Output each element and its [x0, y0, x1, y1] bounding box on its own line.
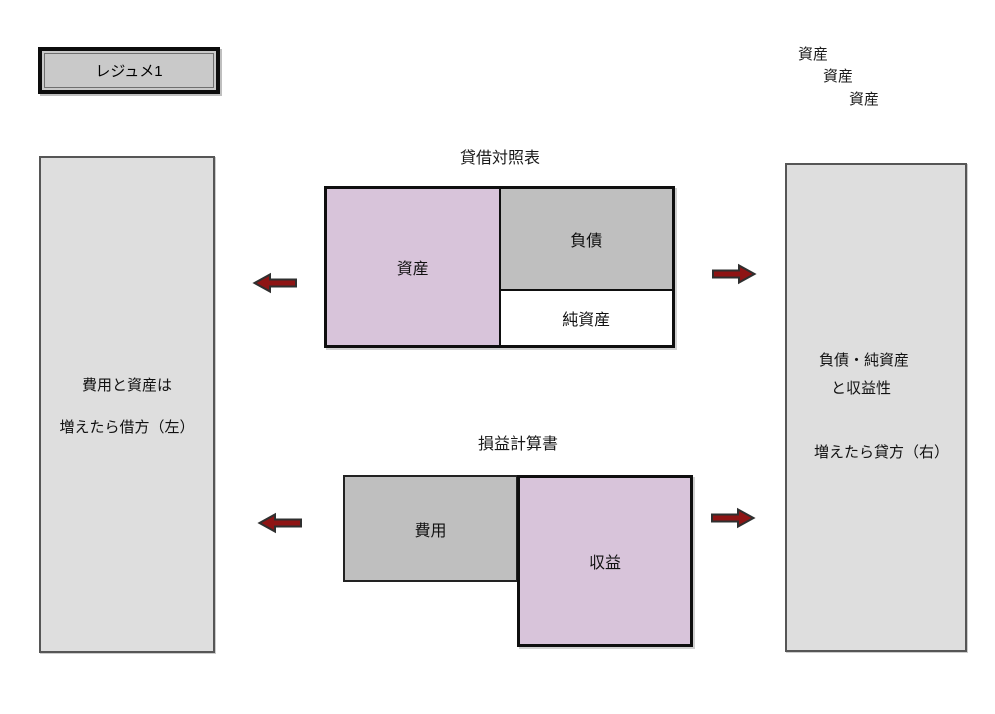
resume-button[interactable]: レジュメ1: [38, 47, 220, 94]
staircase-label-3: 資産: [849, 91, 880, 108]
balance-sheet-diagram: 資産 負債 純資産: [324, 186, 675, 348]
net-assets-label: 純資産: [562, 311, 611, 329]
assets-label: 資産: [396, 261, 429, 278]
arrow-left-balance-icon: [252, 272, 297, 294]
arrow-left-income-icon: [257, 512, 302, 534]
right-note-line-3: 増えたら貸方（右）: [814, 444, 950, 461]
liabilities-label: 負債: [570, 232, 603, 250]
right-note-line-1: 負債・純資産: [819, 352, 910, 369]
left-note-line-2: 増えたら借方（左）: [59, 419, 195, 436]
resume-button-label: レジュメ1: [44, 53, 214, 88]
left-note-line-1: 費用と資産は: [81, 377, 172, 394]
balance-sheet-title: 貸借対照表: [459, 150, 540, 167]
balance-sheet-liabilities-cell: 負債: [500, 189, 672, 291]
revenue-label: 収益: [588, 555, 621, 572]
income-statement-revenue-cell: 収益: [517, 475, 693, 647]
staircase-label-1: 資産: [798, 46, 829, 63]
arrow-right-balance-icon: [712, 263, 757, 285]
expenses-label: 費用: [414, 522, 447, 540]
income-statement-title: 損益計算書: [477, 436, 558, 453]
arrow-right-income-icon: [711, 507, 756, 529]
balance-sheet-net-assets-cell: 純資産: [500, 290, 672, 345]
staircase-label-2: 資産: [823, 68, 854, 85]
balance-sheet-right-column: 負債 純資産: [500, 189, 672, 345]
income-statement-expenses-cell: 費用: [343, 475, 518, 582]
right-note-panel: 負債・純資産 と収益性 増えたら貸方（右）: [785, 163, 967, 652]
left-note-panel: 費用と資産は 増えたら借方（左）: [39, 156, 215, 653]
balance-sheet-assets-cell: 資産: [327, 189, 501, 345]
right-note-line-2: と収益性: [831, 380, 892, 397]
